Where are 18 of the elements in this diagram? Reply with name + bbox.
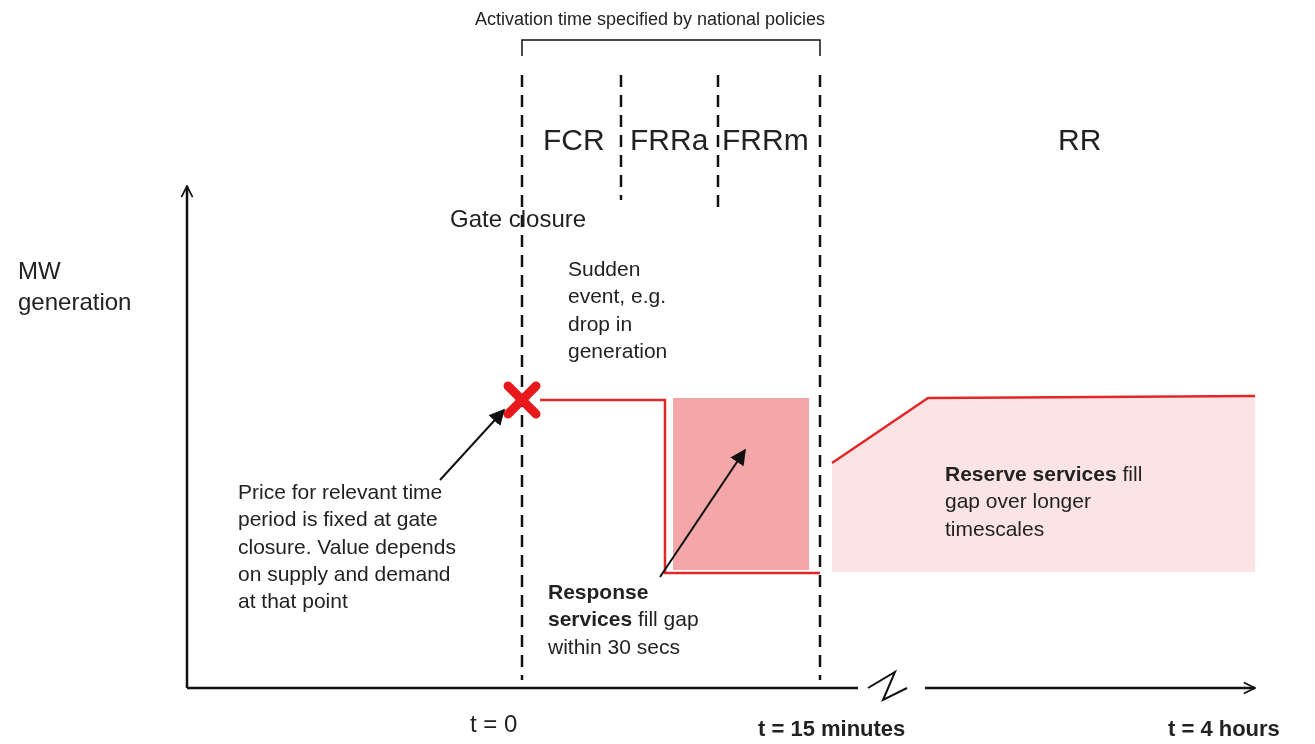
annotation-text: Price for relevant time period is fixed at gate closure. Value depends on supply and demand at that point (238, 478, 466, 615)
cross-mark (502, 381, 542, 419)
reserve-type-label: FCR (543, 122, 605, 158)
time-label: t = 15 minutes (758, 715, 906, 743)
time-label: t = 0 (470, 709, 518, 739)
time-label: t = 4 hours (1168, 715, 1280, 743)
axis-title: MW generation (18, 256, 133, 318)
leader-arrow (439, 408, 506, 481)
event-label: Gate closure (450, 204, 587, 234)
reserve-type-label: FRRm (722, 122, 809, 158)
reserve-type-label: FRRa (630, 122, 709, 158)
reserve-type-label: RR (1058, 122, 1102, 158)
bracket-label: Activation time specified by national policies (473, 8, 827, 31)
leader-arrow (659, 448, 746, 578)
annotation-text: Response services fill gap within 30 secs (548, 578, 728, 660)
annotation-text: Sudden event, e.g. drop in generation (568, 256, 669, 364)
shaded-box (673, 398, 809, 570)
annotation-text: Reserve services fill gap over longer timescales (945, 461, 1144, 542)
